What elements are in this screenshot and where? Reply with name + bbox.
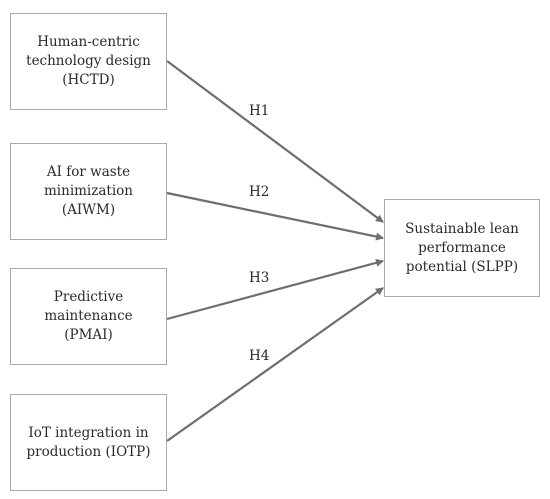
node-aiwm-label: AI for waste minimization (AIWM) [44,164,133,218]
arrow-h2 [166,191,384,241]
node-slpp-label: Sustainable lean performance potential (… [405,220,519,275]
edge-label-h1: H1 [249,103,270,119]
node-slpp: Sustainable lean performance potential (… [384,199,540,297]
arrow-h1 [166,60,384,223]
arrow-h3 [166,258,384,321]
node-pmai-label: Predictive maintenance (PMAI) [44,289,133,343]
node-hctd: Human-centric technology design (HCTD) [10,13,167,110]
node-pmai: Predictive maintenance (PMAI) [10,268,167,365]
edge-label-h4: H4 [249,348,270,364]
node-aiwm: AI for waste minimization (AIWM) [10,143,167,240]
edge-label-h2: H2 [249,184,270,200]
node-iotp: IoT integration in production (IOTP) [10,394,167,491]
arrow-h4 [166,287,384,442]
node-iotp-label: IoT integration in production (IOTP) [26,424,151,460]
node-hctd-label: Human-centric technology design (HCTD) [26,34,151,88]
edge-label-h3: H3 [249,270,270,286]
